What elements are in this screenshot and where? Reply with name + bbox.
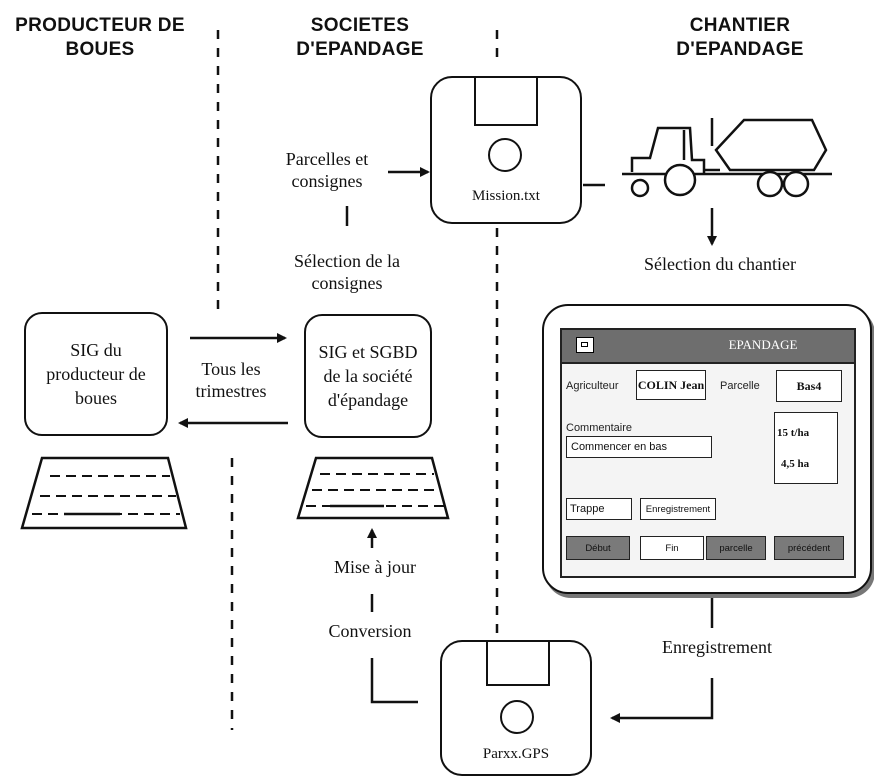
header-societes: SOCIETES D'EPANDAGE <box>296 15 424 60</box>
disk-mission-label: Mission.txt <box>472 188 540 204</box>
map-producteur-icon <box>20 456 188 530</box>
link-gps-to-conversion <box>370 658 418 704</box>
label-conversion: Conversion <box>328 621 412 641</box>
label-enregistrement: Enregistrement <box>662 637 772 657</box>
screen-title: EPANDAGE <box>728 337 798 352</box>
parcelle-label: Parcelle <box>720 380 760 392</box>
precedent-button[interactable]: précédent <box>774 536 844 560</box>
fin-button[interactable]: Fin <box>640 536 704 560</box>
box-sig-societe: SIG et SGBD de la société d'épandage <box>304 314 432 438</box>
label-parcelles-consignes: Parcelles et consignes <box>285 149 369 191</box>
label-mise-a-jour: Mise à jour <box>334 557 416 577</box>
disk-mission: Mission.txt <box>430 76 582 224</box>
agriculteur-field[interactable]: COLIN Jean <box>636 370 706 400</box>
disk-mission-hole <box>488 138 522 172</box>
disk-gps-hole <box>500 700 534 734</box>
dose-panel: 15 t/ha 4,5 ha <box>774 412 838 484</box>
agriculteur-label: Agriculteur <box>566 380 619 392</box>
disk-gps-shutter <box>486 642 550 686</box>
trappe-field[interactable]: Trappe <box>566 498 632 520</box>
box-sig-societe-text: SIG et SGBD de la société d'épandage <box>318 342 418 410</box>
header-producteur: PRODUCTEUR DE BOUES <box>15 15 185 60</box>
commentaire-label: Commentaire <box>566 422 633 434</box>
label-selection-chantier: Sélection du chantier <box>644 254 796 274</box>
label-selection-consignes: Sélection de la consignes <box>294 251 400 293</box>
header-chantier: CHANTIER D'EPANDAGE <box>676 15 804 60</box>
tractor-icon <box>622 118 832 198</box>
commentaire-field[interactable]: Commencer en bas <box>566 436 712 458</box>
dose-value: 15 t/ha <box>777 426 810 439</box>
disk-gps-label: Parxx.GPS <box>482 746 550 762</box>
box-sig-producteur-text: SIG du producteur de boues <box>46 340 146 408</box>
map-societe-icon <box>296 456 450 520</box>
disk-gps: Parxx.GPS <box>440 640 592 776</box>
window-menu-icon[interactable] <box>576 337 594 353</box>
box-sig-producteur: SIG du producteur de boues <box>24 312 168 436</box>
arrow-enregistrement-to-gps <box>610 678 714 723</box>
parcelle-button[interactable]: parcelle <box>706 536 766 560</box>
device-terminal: EPANDAGE Agriculteur COLIN Jean Parcelle… <box>542 304 872 594</box>
device-screen: EPANDAGE Agriculteur COLIN Jean Parcelle… <box>560 328 856 578</box>
label-tous-trimestres: Tous les trimestres <box>195 359 267 401</box>
screen-button-row: Début Fin parcelle précédent <box>566 536 850 560</box>
screen-titlebar: EPANDAGE <box>562 330 854 364</box>
debut-button[interactable]: Début <box>566 536 630 560</box>
parcelle-field[interactable]: Bas4 <box>776 370 842 402</box>
disk-mission-shutter <box>474 78 538 126</box>
surface-value: 4,5 ha <box>781 457 810 470</box>
enregistrement-field[interactable]: Enregistrement <box>640 498 716 520</box>
